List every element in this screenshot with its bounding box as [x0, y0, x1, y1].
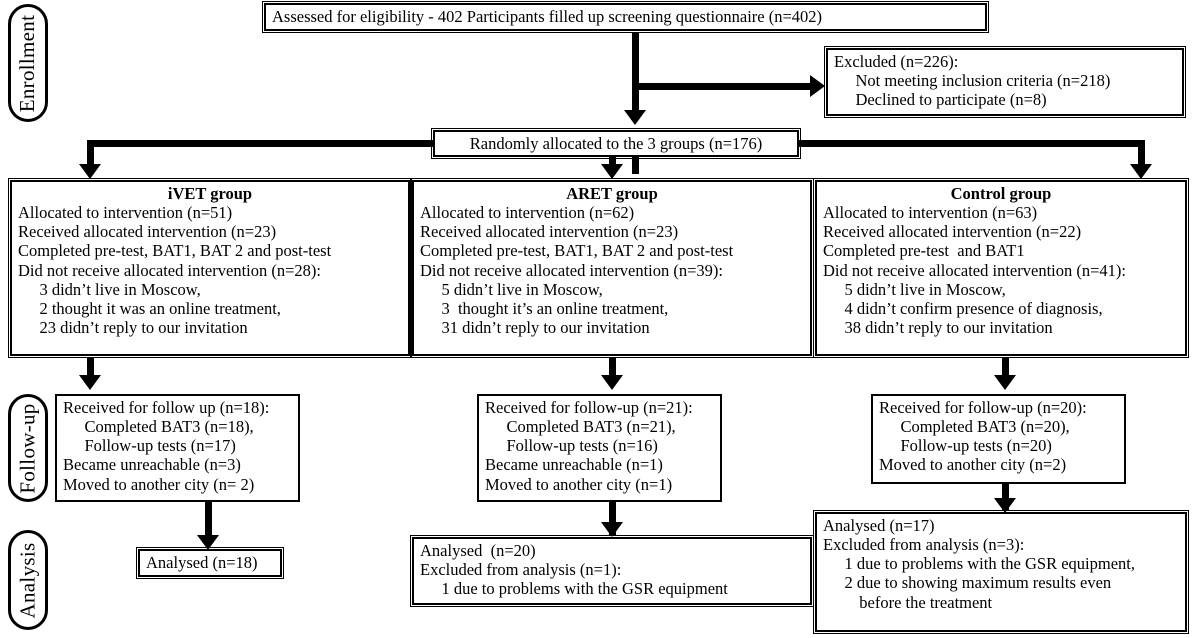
connector-control-to-followup — [1002, 357, 1009, 383]
connector-drop-aret — [1138, 140, 1145, 172]
aret-line-7: 31 didn’t reply to our invitation — [441, 317, 650, 337]
arrow-to-excluded — [810, 75, 825, 97]
control-analysis-line-1: Analysed (n=17) — [823, 516, 935, 535]
stage-label-analysis: Analysis — [8, 530, 48, 630]
ivet-line-3: Completed pre-test, BAT1, BAT 2 and post… — [18, 241, 332, 261]
connector-randomized-stem — [632, 156, 639, 174]
excluded-line-1: Excluded (n=226): — [834, 52, 959, 71]
ivet-followup-line-2: Completed BAT3 (n=18), — [84, 417, 254, 437]
connector-aret-to-analysis — [609, 502, 616, 536]
ivet-line-6: 2 thought it was an online treatment, — [39, 298, 281, 318]
arrow-to-ivet-group — [79, 164, 101, 179]
aret-line-3: Completed pre-test, BAT1, BAT 2 and post… — [420, 241, 734, 261]
aret-followup-line-1: Received for follow-up (n=21): — [485, 398, 693, 417]
box-aret-followup: Received for follow-up (n=21): Completed… — [477, 394, 722, 502]
aret-line-6: 3 thought it’s an online treatment, — [441, 298, 669, 318]
arrow-aret-to-followup — [601, 375, 623, 390]
connector-distribution-bar-left — [87, 140, 437, 147]
aret-analysis-line-3: 1 due to problems with the GSR equipment — [441, 579, 728, 599]
aret-analysis-line-2: Excluded from analysis (n=1): — [420, 560, 622, 580]
box-aret-group: ARET group Allocated to intervention (n=… — [410, 178, 814, 358]
connector-assessed-to-randomized — [632, 33, 639, 111]
aret-line-5: 5 didn’t live in Moscow, — [441, 279, 603, 299]
connector-ivet-to-followup — [87, 357, 94, 383]
ivet-group-title: iVET group — [167, 184, 253, 203]
ivet-analysis-line-1: Analysed (n=18) — [146, 553, 258, 572]
control-followup-line-4: Moved to another city (n=2) — [879, 455, 1067, 475]
excluded-line-3: Declined to participate (n=8) — [855, 90, 1047, 110]
stage-label-follow-up: Follow-up — [8, 394, 48, 502]
box-excluded: Excluded (n=226): Not meeting inclusion … — [824, 46, 1186, 118]
control-followup-line-3: Follow-up tests (n=20) — [900, 436, 1052, 456]
arrow-ivet-to-analysis — [197, 535, 219, 550]
box-randomly-allocated: Randomly allocated to the 3 groups (n=17… — [431, 128, 801, 159]
box-control-followup: Received for follow-up (n=20): Completed… — [871, 394, 1126, 484]
box-ivet-followup: Received for follow up (n=18): Completed… — [55, 394, 300, 502]
arrow-to-control-group — [1130, 164, 1152, 179]
control-analysis-line-4: 2 due to showing maximum results even — [844, 573, 1112, 593]
aret-line-2: Received allocated intervention (n=23) — [420, 222, 679, 242]
ivet-followup-line-4: Became unreachable (n=3) — [63, 455, 241, 475]
control-analysis-line-3: 1 due to problems with the GSR equipment… — [844, 554, 1135, 574]
aret-followup-line-3: Follow-up tests (n=16) — [506, 436, 658, 456]
aret-analysis-line-1: Analysed (n=20) — [420, 541, 536, 560]
ivet-line-4: Did not receive allocated intervention (… — [18, 260, 321, 280]
control-line-6: 4 didn’t confirm presence of diagnosis, — [844, 298, 1103, 318]
aret-line-1: Allocated to intervention (n=62) — [420, 203, 635, 223]
box-control-analysis: Analysed (n=17) Excluded from analysis (… — [813, 510, 1189, 634]
box-control-group: Control group Allocated to intervention … — [813, 178, 1189, 358]
connector-aret-to-followup — [609, 357, 616, 383]
control-line-3: Completed pre-test and BAT1 — [823, 241, 1025, 261]
control-analysis-line-2: Excluded from analysis (n=3): — [823, 535, 1025, 555]
control-line-2: Received allocated intervention (n=22) — [823, 222, 1082, 242]
control-line-1: Allocated to intervention (n=63) — [823, 203, 1038, 223]
stage-label-enrollment-text: Enrollment — [15, 14, 40, 112]
stage-label-enrollment: Enrollment — [8, 4, 48, 122]
control-group-title: Control group — [950, 184, 1052, 203]
arrow-control-to-followup — [994, 375, 1016, 390]
aret-followup-line-4: Became unreachable (n=1) — [485, 455, 663, 475]
assessed-line-1: Assessed for eligibility - 402 Participa… — [272, 7, 823, 26]
connector-drop-ivet — [87, 140, 94, 172]
ivet-followup-line-3: Follow-up tests (n=17) — [84, 436, 236, 456]
connector-control-to-analysis — [1002, 484, 1009, 510]
box-ivet-group: iVET group Allocated to intervention (n=… — [8, 178, 412, 358]
aret-line-4: Did not receive allocated intervention (… — [420, 260, 723, 280]
stage-label-analysis-text: Analysis — [15, 542, 40, 618]
control-line-5: 5 didn’t live in Moscow, — [844, 279, 1006, 299]
connector-to-excluded — [632, 83, 812, 90]
control-followup-line-1: Received for follow-up (n=20): — [879, 398, 1087, 417]
ivet-line-1: Allocated to intervention (n=51) — [18, 203, 233, 223]
control-followup-line-2: Completed BAT3 (n=20), — [900, 417, 1070, 437]
aret-group-title: ARET group — [566, 184, 658, 203]
randomized-line-1: Randomly allocated to the 3 groups (n=17… — [469, 134, 763, 153]
stage-label-follow-up-text: Follow-up — [15, 402, 40, 494]
control-line-7: 38 didn’t reply to our invitation — [844, 317, 1053, 337]
arrow-control-to-analysis — [994, 498, 1016, 513]
arrow-aret-to-analysis — [601, 522, 623, 537]
ivet-line-2: Received allocated intervention (n=23) — [18, 222, 277, 242]
box-aret-analysis: Analysed (n=20) Excluded from analysis (… — [410, 535, 814, 607]
connector-distribution-bar-right — [795, 140, 1145, 147]
ivet-line-5: 3 didn’t live in Moscow, — [39, 279, 201, 299]
box-assessed-for-eligibility: Assessed for eligibility - 402 Participa… — [262, 1, 989, 33]
aret-followup-line-2: Completed BAT3 (n=21), — [506, 417, 676, 437]
control-analysis-line-5: before the treatment — [859, 592, 993, 612]
ivet-followup-line-5: Moved to another city (n= 2) — [63, 474, 255, 494]
arrow-assessed-to-randomized — [624, 110, 646, 125]
arrow-ivet-to-followup — [79, 375, 101, 390]
box-ivet-analysis: Analysed (n=18) — [136, 547, 284, 579]
arrow-to-aret-group — [601, 164, 623, 179]
connector-ivet-to-analysis — [205, 502, 212, 542]
ivet-followup-line-1: Received for follow up (n=18): — [63, 398, 270, 417]
aret-followup-line-5: Moved to another city (n=1) — [485, 474, 673, 494]
ivet-line-7: 23 didn’t reply to our invitation — [39, 317, 248, 337]
excluded-line-2: Not meeting inclusion criteria (n=218) — [855, 71, 1111, 91]
control-line-4: Did not receive allocated intervention (… — [823, 260, 1126, 280]
